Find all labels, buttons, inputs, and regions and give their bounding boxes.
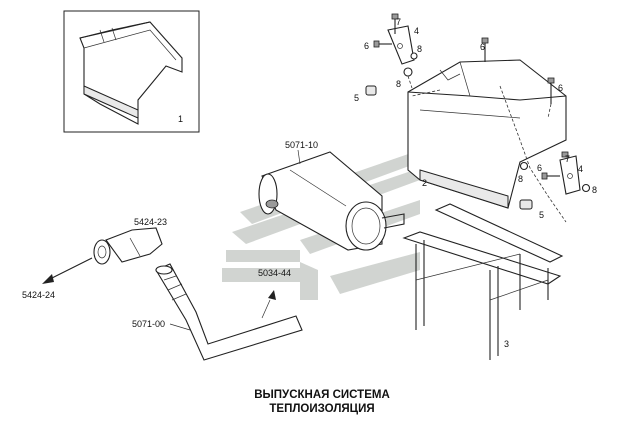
callout-7a: 7 bbox=[396, 17, 401, 27]
callout-6d: 6 bbox=[537, 163, 542, 173]
callout-4a: 4 bbox=[414, 26, 419, 36]
inset-frame-item-1: 1 bbox=[63, 10, 200, 133]
lower-bracket-assembly: 7 4 6 8 8 5 bbox=[518, 151, 597, 220]
muffler-5071-10: 5071-10 bbox=[258, 140, 405, 251]
callout-5b: 5 bbox=[539, 210, 544, 220]
callout-8b: 8 bbox=[396, 79, 401, 89]
caption-line-2: ТЕПЛОИЗОЛЯЦИЯ bbox=[269, 403, 374, 415]
callout-7b: 7 bbox=[565, 154, 570, 164]
callout-elbow: 5424-23 bbox=[134, 217, 167, 227]
callout-2: 2 bbox=[422, 178, 427, 188]
callout-muffler: 5071-10 bbox=[285, 140, 318, 150]
caption-line-1: ВЫПУСКНАЯ СИСТЕМА bbox=[254, 389, 390, 401]
callout-8c: 8 bbox=[518, 174, 523, 184]
callout-6b: 6 bbox=[480, 42, 485, 52]
callout-5a: 5 bbox=[354, 93, 359, 103]
heat-shield-item-2: 2 bbox=[407, 59, 567, 223]
outlet-arrow-5424-24: 5424-24 bbox=[22, 257, 93, 300]
upper-bracket-assembly: 7 4 6 8 8 6 6 5 bbox=[354, 13, 563, 119]
callout-3: 3 bbox=[504, 339, 509, 349]
downpipe-5071-00: 5034-44 5071-00 bbox=[132, 263, 303, 361]
callout-clamp: 5034-44 bbox=[258, 268, 291, 278]
callout-4b: 4 bbox=[578, 164, 583, 174]
elbow-5424-23: 5424-23 bbox=[93, 217, 167, 265]
callout-6c: 6 bbox=[558, 83, 563, 93]
callout-8a: 8 bbox=[417, 44, 422, 54]
callout-downpipe: 5071-00 bbox=[132, 319, 165, 329]
callout-1: 1 bbox=[178, 114, 183, 124]
callout-6a: 6 bbox=[364, 41, 369, 51]
callout-outlet: 5424-24 bbox=[22, 290, 55, 300]
support-frame-item-3: 3 bbox=[402, 203, 564, 360]
callout-8d: 8 bbox=[592, 185, 597, 195]
